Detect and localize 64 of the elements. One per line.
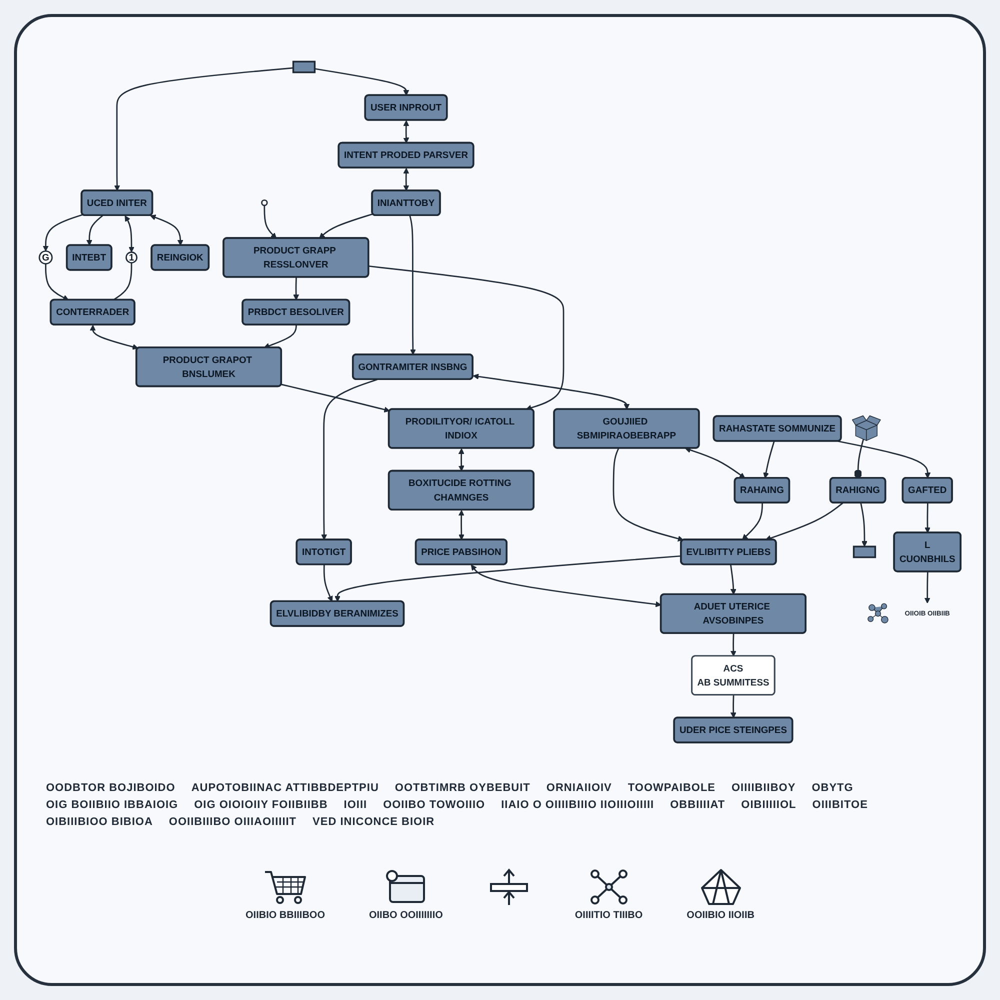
arrow — [314, 68, 410, 96]
annotation-text: OIG BOIIBIIO IBBAIOIG — [46, 799, 178, 811]
icon-caption: OIIIITIO TIIIBO — [574, 910, 643, 921]
annotation-text: VED INICONCE BIOIR — [312, 816, 435, 828]
arrow — [323, 564, 333, 602]
annotation-text: OIIIBITOE — [812, 799, 868, 811]
annotation-text: OOTBTIMRB OYBEBUIT — [394, 782, 530, 794]
arrow — [86, 215, 104, 246]
arrow — [264, 205, 277, 239]
annotation-text: AUPOTOBIINAC ATTIBBDEPTPIU — [191, 782, 379, 794]
arrow — [368, 265, 564, 411]
arrow — [281, 384, 390, 412]
node-box — [852, 546, 876, 558]
arrow — [730, 564, 736, 595]
arrow — [838, 440, 931, 478]
arrow — [612, 448, 684, 542]
annotation-text: OBYTG — [812, 782, 854, 794]
annotation-text: IIAIO O OIIIIBIIIO IIOIIIOIIIII — [501, 799, 654, 811]
arrow — [293, 277, 300, 300]
arrow — [403, 168, 410, 191]
arrow — [765, 502, 844, 541]
icon-caption: OOIIBIO IIOIIB — [686, 910, 754, 921]
node-box — [292, 60, 316, 74]
arrow — [42, 214, 84, 252]
annotation-text: ORNIAIIOIV — [546, 782, 612, 794]
arrow — [150, 214, 184, 246]
annotation-text: OIBIIIIIOL — [741, 799, 796, 811]
icon-caption: OIIBIO BBIIIBOO — [246, 910, 325, 921]
annotation-text: OODBTOR BOJIBOIDO — [46, 782, 176, 794]
arrow — [924, 502, 930, 534]
arrow — [458, 510, 464, 540]
arrow — [730, 633, 736, 656]
arrow — [114, 67, 294, 191]
annotation-text: OOIIBIIIBO OIIIAOIIIIIT — [168, 816, 297, 828]
annotation-text: OBBIIIIAT — [670, 799, 726, 811]
icon-caption: OIIBO OOIIIIIIIO — [368, 910, 443, 921]
arrow — [319, 213, 374, 239]
node-circle: 1 — [126, 252, 138, 264]
annotation-text: OOIIBO TOWOIIIO — [383, 799, 486, 811]
connector — [112, 262, 132, 301]
annotation-text: OIG OIOIOIIY FOIIBIIBB — [194, 799, 328, 811]
arrow — [472, 374, 630, 410]
node-circle — [261, 199, 268, 206]
arrow — [124, 216, 134, 252]
arrow — [860, 502, 868, 547]
arrow — [684, 447, 746, 478]
annotation-text: IOIII — [344, 799, 368, 811]
arrow — [45, 264, 69, 300]
annotation-text: TOOWPAIBOLE — [628, 782, 716, 794]
arrow — [763, 441, 775, 478]
arrow — [321, 378, 378, 540]
annotation-text: OIBIIIBIOO BIBIOA — [46, 816, 153, 828]
arrow — [924, 572, 930, 604]
arrow — [730, 695, 736, 718]
arrow — [470, 564, 662, 608]
arrow — [458, 448, 464, 472]
node-circle: G — [38, 250, 53, 264]
arrow — [403, 120, 410, 144]
arrow — [409, 215, 416, 355]
annotation-text: OIIIIBIIBOY — [732, 782, 796, 794]
arrow — [90, 324, 138, 350]
arrow — [334, 555, 682, 602]
arrow — [264, 324, 297, 349]
arrow — [742, 502, 763, 540]
